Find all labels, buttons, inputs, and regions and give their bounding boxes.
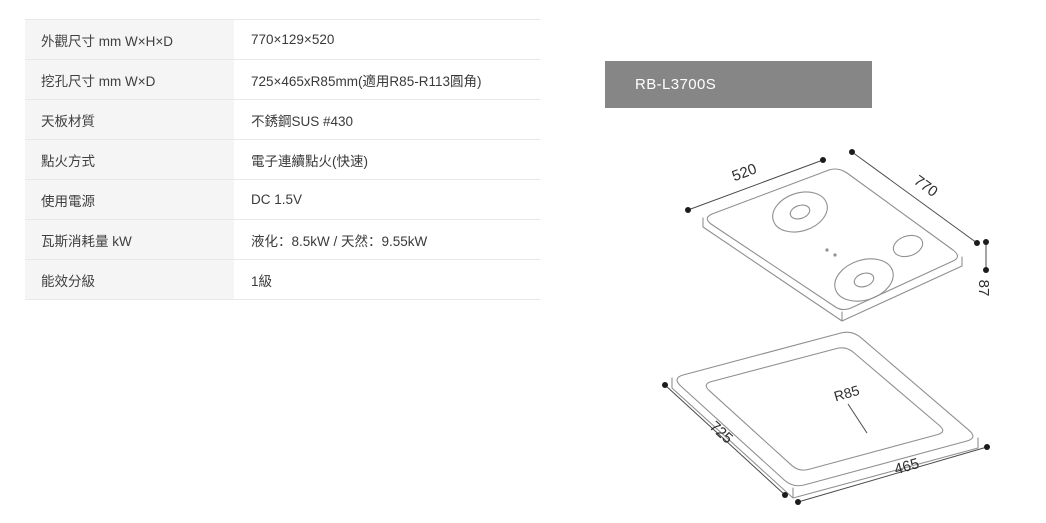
spec-label-cutout: 挖孔尺寸 mm W×D: [25, 60, 235, 99]
model-header: RB-L3700S: [605, 61, 872, 108]
dimension-diagram: 520 770 87: [620, 130, 1040, 515]
spec-row: 點火方式 電子連續點火(快速): [25, 140, 540, 180]
cooktop-panel: [702, 168, 963, 322]
dimension-r85: R85: [832, 382, 868, 434]
spec-value-gas-consumption: 液化：8.5kW / 天然：9.55kW: [235, 220, 540, 259]
width-label: 770: [911, 172, 941, 200]
spec-label-top-material: 天板材質: [25, 100, 235, 139]
spec-label-power: 使用電源: [25, 180, 235, 219]
burner-large-right: [834, 258, 894, 302]
spec-label-energy-rating: 能效分級: [25, 260, 235, 299]
dimension-465: 465: [795, 444, 990, 505]
burner-small: [892, 234, 924, 258]
spec-value-ignition: 電子連續點火(快速): [235, 140, 540, 179]
cooktop-isometric-drawing: 520 770 87: [662, 149, 992, 505]
spec-value-top-material: 不銹鋼SUS #430: [235, 100, 540, 139]
spec-row: 使用電源 DC 1.5V: [25, 180, 540, 220]
spec-row: 瓦斯消耗量 kW 液化：8.5kW / 天然：9.55kW: [25, 220, 540, 260]
spec-label-gas-consumption: 瓦斯消耗量 kW: [25, 220, 235, 259]
model-name: RB-L3700S: [635, 76, 717, 93]
counter-cutout-panel: [671, 331, 979, 499]
dimension-87: 87: [975, 239, 992, 296]
spec-value-dimensions: 770×129×520: [235, 20, 540, 59]
spec-label-dimensions: 外觀尺寸 mm W×H×D: [25, 20, 235, 59]
spec-value-energy-rating: 1級: [235, 260, 540, 299]
burner-large-left: [772, 191, 828, 233]
height-label: 87: [975, 280, 992, 297]
spec-table: 外觀尺寸 mm W×H×D 770×129×520 挖孔尺寸 mm W×D 72…: [25, 19, 540, 300]
spec-row: 外觀尺寸 mm W×H×D 770×129×520: [25, 20, 540, 60]
spec-value-power: DC 1.5V: [235, 180, 540, 219]
spec-row: 天板材質 不銹鋼SUS #430: [25, 100, 540, 140]
corner-radius-label: R85: [832, 382, 861, 405]
spec-value-cutout: 725×465xR85mm(適用R85-R113圓角): [235, 60, 540, 99]
igniter-detail: [825, 248, 837, 257]
spec-row: 挖孔尺寸 mm W×D 725×465xR85mm(適用R85-R113圓角): [25, 60, 540, 100]
spec-row: 能效分級 1級: [25, 260, 540, 300]
spec-label-ignition: 點火方式: [25, 140, 235, 179]
depth-label: 520: [730, 160, 759, 185]
cutout-depth-label: 465: [892, 455, 921, 478]
